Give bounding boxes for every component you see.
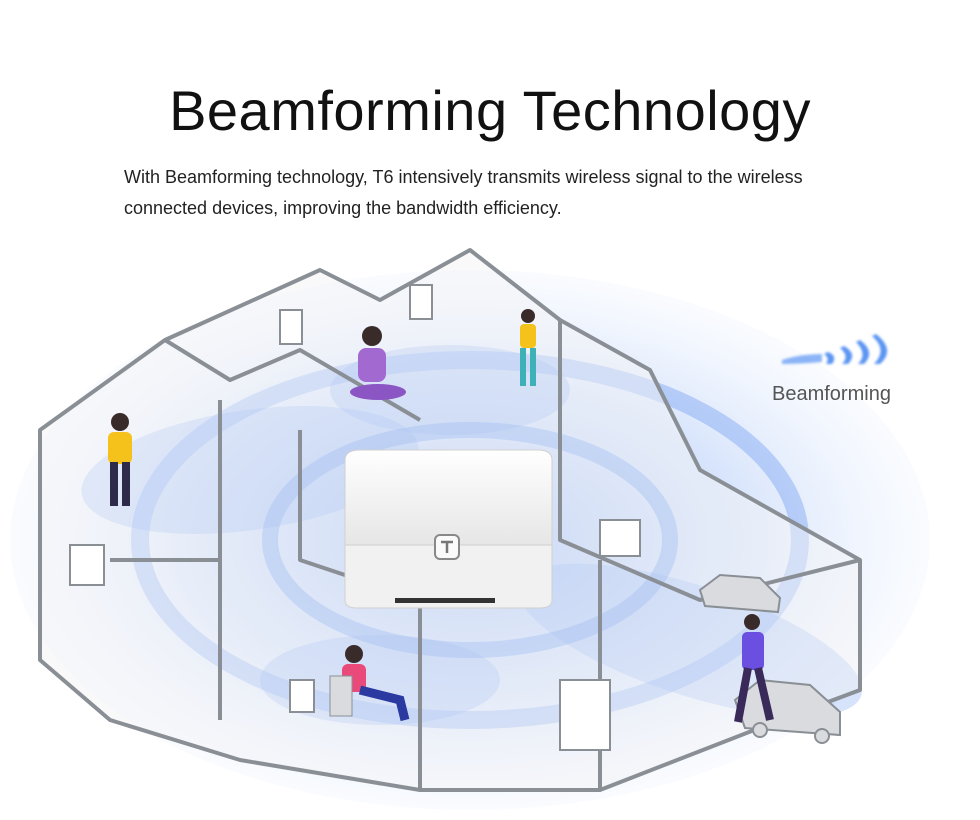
person-laptop-bottom [329,645,410,722]
person-yellow-left [108,413,132,506]
t-logo-icon [434,534,460,560]
house-illustration [10,248,930,810]
house-windows [69,284,641,751]
page-description: With Beamforming technology, T6 intensiv… [124,167,803,218]
beamforming-waves-icon [782,334,888,364]
router-device [344,449,553,609]
page-title: Beamforming Technology [169,79,811,142]
person-teal-top [520,309,536,386]
person-purple-sitting [350,326,406,400]
beamforming-legend-label: Beamforming [772,383,891,405]
person-purple-right [734,614,774,723]
